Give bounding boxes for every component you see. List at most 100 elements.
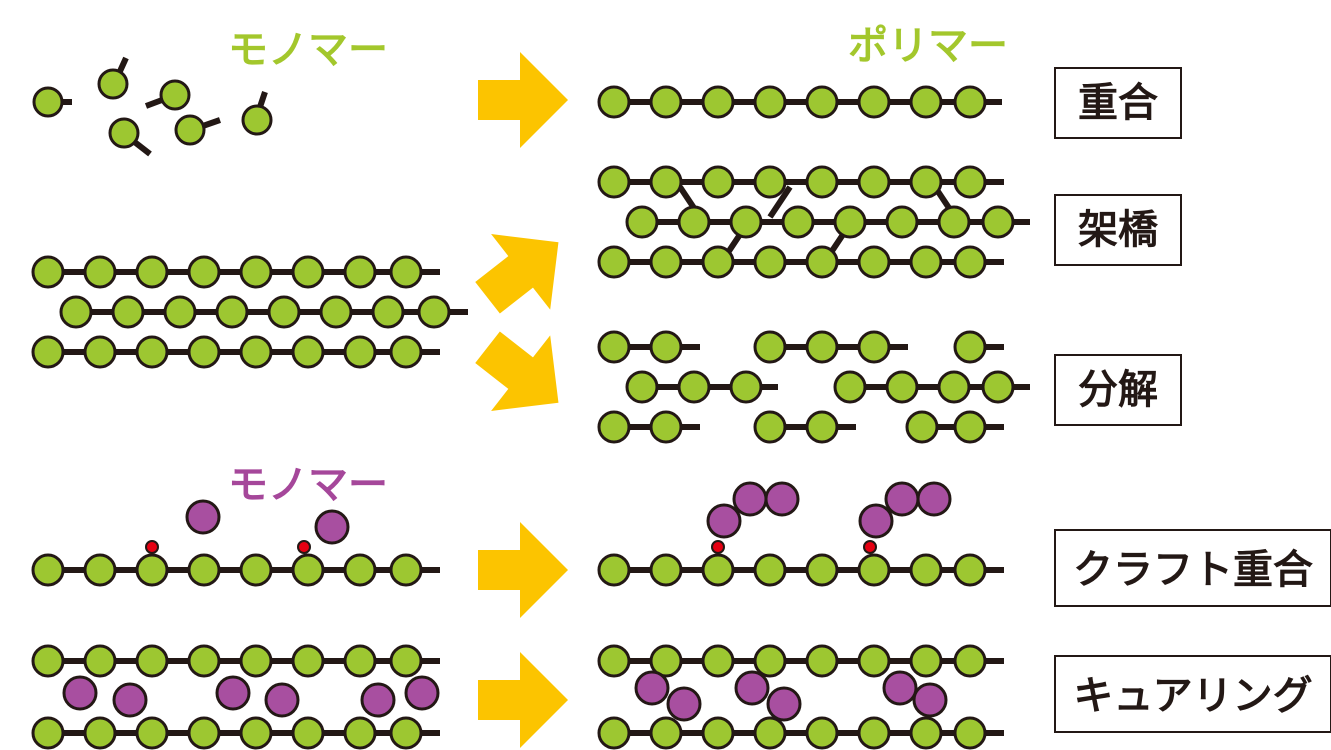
curing-product bbox=[597, 644, 1004, 750]
green-monomer-unit bbox=[239, 553, 273, 587]
arrow-polymerization bbox=[478, 52, 568, 148]
green-monomer-unit bbox=[909, 245, 943, 279]
green-monomer-unit bbox=[833, 370, 867, 404]
green-monomer-unit bbox=[32, 86, 64, 118]
purple-monomer-unit bbox=[404, 675, 440, 711]
arrow-decomposition bbox=[475, 331, 559, 411]
green-monomer-unit bbox=[805, 644, 839, 678]
green-monomer-unit bbox=[417, 295, 451, 329]
green-monomer-unit bbox=[753, 330, 787, 364]
purple-monomer bbox=[185, 499, 221, 535]
green-monomer-unit bbox=[31, 553, 65, 587]
green-monomer-unit bbox=[833, 205, 867, 239]
green-monomer-unit bbox=[343, 255, 377, 289]
green-monomer-unit bbox=[31, 644, 65, 678]
green-monomer-unit bbox=[649, 644, 683, 678]
reactive-site bbox=[863, 540, 877, 554]
green-monomer-unit bbox=[857, 330, 891, 364]
arrow-crosslinking bbox=[475, 234, 559, 314]
green-monomer-unit bbox=[701, 165, 735, 199]
green-monomer-unit bbox=[729, 370, 763, 404]
green-monomer-unit bbox=[953, 330, 987, 364]
green-monomer-unit bbox=[857, 644, 891, 678]
source-polymer-chains bbox=[31, 255, 468, 369]
green-monomer-unit bbox=[753, 245, 787, 279]
purple-monomer-unit bbox=[916, 481, 952, 517]
green-monomer-unit bbox=[953, 410, 987, 444]
monomer-unit bbox=[144, 79, 191, 111]
green-monomer-unit bbox=[159, 79, 191, 111]
green-monomer-unit bbox=[805, 330, 839, 364]
free-monomers bbox=[32, 56, 273, 157]
green-monomer-unit bbox=[97, 68, 129, 100]
green-monomer-unit bbox=[343, 716, 377, 750]
green-monomer-unit bbox=[389, 716, 423, 750]
process-box-polymerization: 重合 bbox=[1054, 67, 1182, 139]
green-monomer-unit bbox=[597, 644, 631, 678]
green-monomer-unit bbox=[953, 553, 987, 587]
green-monomer-unit bbox=[319, 295, 353, 329]
green-monomer-unit bbox=[981, 370, 1015, 404]
green-monomer-unit bbox=[135, 716, 169, 750]
purple-monomer-unit bbox=[360, 682, 396, 718]
green-monomer-unit bbox=[111, 295, 145, 329]
purple-monomer-unit bbox=[666, 686, 702, 722]
purple-monomer-unit bbox=[215, 675, 251, 711]
green-monomer-unit bbox=[753, 85, 787, 119]
green-monomer-unit bbox=[857, 165, 891, 199]
chemical-bond bbox=[144, 97, 164, 109]
green-monomer-unit bbox=[135, 644, 169, 678]
green-monomer-unit bbox=[135, 553, 169, 587]
green-monomer-unit bbox=[389, 255, 423, 289]
process-label-crosslinking: 架橋 bbox=[1078, 207, 1158, 253]
green-monomer-unit bbox=[187, 255, 221, 289]
green-monomer-unit bbox=[909, 644, 943, 678]
green-monomer-unit bbox=[135, 255, 169, 289]
green-monomer-unit bbox=[905, 410, 939, 444]
process-label-decomposition: 分解 bbox=[1078, 367, 1158, 413]
green-monomer-unit bbox=[108, 117, 140, 149]
green-monomer-unit bbox=[83, 335, 117, 369]
green-monomer-unit bbox=[885, 205, 919, 239]
purple-monomer-unit bbox=[732, 481, 768, 517]
green-monomer-unit bbox=[163, 295, 197, 329]
green-monomer-unit bbox=[239, 716, 273, 750]
green-monomer-unit bbox=[649, 410, 683, 444]
green-monomer-unit bbox=[909, 85, 943, 119]
green-monomer-unit bbox=[677, 205, 711, 239]
purple-monomer-unit bbox=[858, 503, 894, 539]
green-monomer-unit bbox=[31, 255, 65, 289]
green-monomer-unit bbox=[805, 85, 839, 119]
purple-monomer-unit bbox=[912, 682, 948, 718]
green-monomer-unit bbox=[215, 295, 249, 329]
monomer-unit bbox=[174, 114, 221, 146]
green-monomer-unit bbox=[291, 335, 325, 369]
green-monomer-unit bbox=[597, 330, 631, 364]
purple-monomer-unit bbox=[766, 686, 802, 722]
green-monomer-unit bbox=[649, 553, 683, 587]
green-monomer-unit bbox=[701, 716, 735, 750]
arrow-curing bbox=[478, 652, 568, 748]
green-monomer-unit bbox=[649, 245, 683, 279]
green-monomer-unit bbox=[187, 335, 221, 369]
green-monomer-unit bbox=[701, 553, 735, 587]
green-monomer-unit bbox=[953, 85, 987, 119]
purple-monomer-unit bbox=[882, 670, 918, 706]
crosslinked-network bbox=[597, 165, 1030, 279]
arrow-graft bbox=[478, 522, 568, 618]
monomer-unit bbox=[97, 56, 129, 100]
green-monomer-unit bbox=[857, 245, 891, 279]
decomposed-fragments bbox=[597, 330, 1030, 444]
monomer-label-green: モノマー bbox=[228, 27, 388, 73]
green-monomer-unit bbox=[753, 553, 787, 587]
purple-monomer-unit bbox=[706, 503, 742, 539]
monomer-label-purple: モノマー bbox=[228, 462, 388, 508]
process-label-graft: クラフト重合 bbox=[1073, 547, 1313, 593]
chemical-bond bbox=[767, 185, 793, 219]
green-monomer-unit bbox=[389, 335, 423, 369]
process-box-graft: クラフト重合 bbox=[1054, 529, 1331, 607]
green-monomer-unit bbox=[597, 716, 631, 750]
green-monomer-unit bbox=[857, 716, 891, 750]
green-monomer-unit bbox=[981, 205, 1015, 239]
green-monomer-unit bbox=[597, 245, 631, 279]
